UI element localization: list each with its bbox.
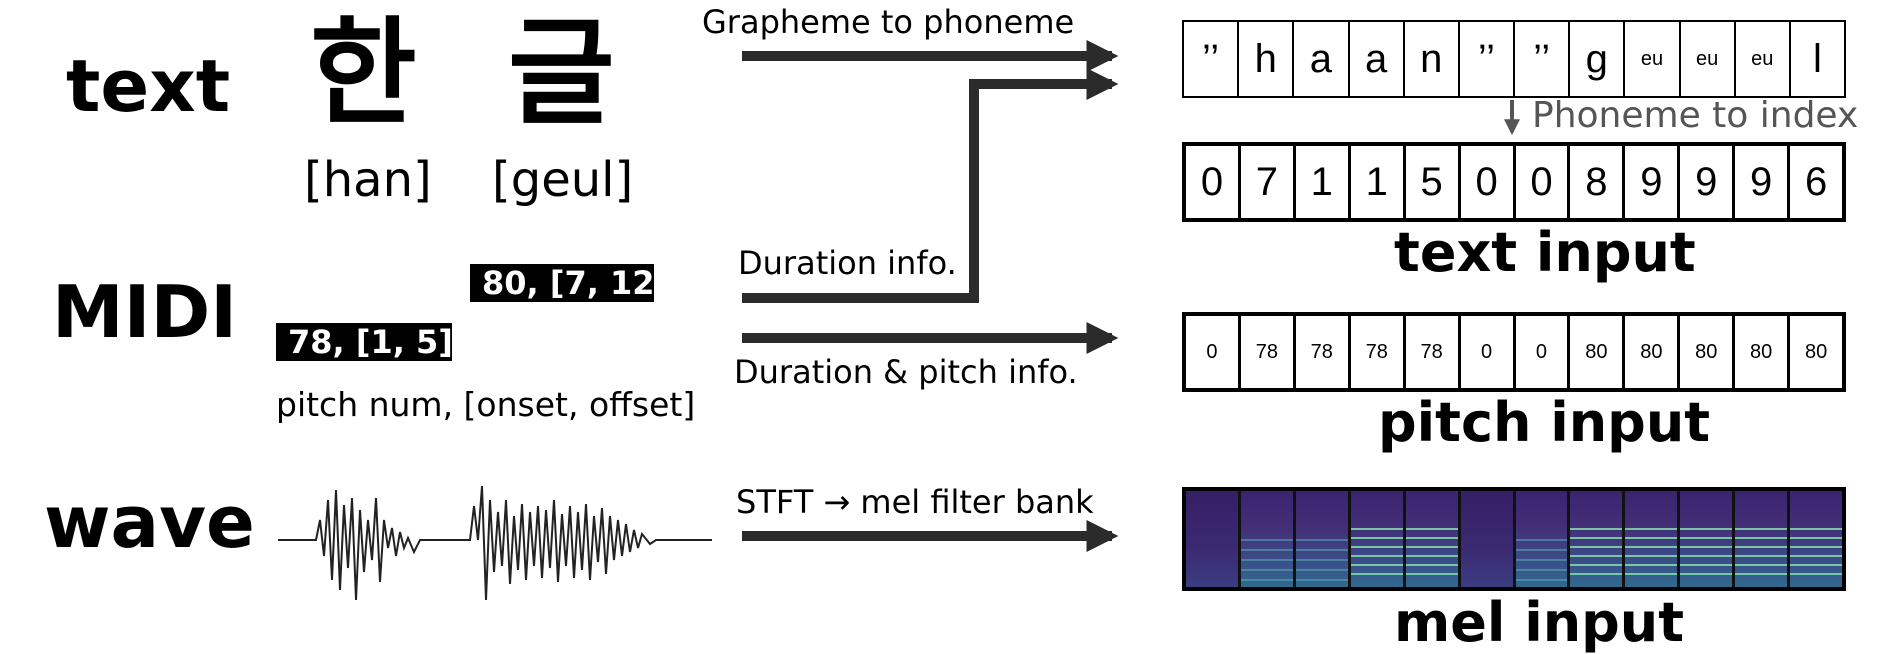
mel-frame (1186, 491, 1238, 587)
text-index-sequence: 0 7 1 1 5 0 0 8 9 9 9 6 (1182, 142, 1846, 222)
mel-frame (1732, 491, 1788, 587)
phoneme-cell: eu (1678, 22, 1734, 96)
phoneme-cell: l (1788, 22, 1844, 96)
hangul-syllable-han: 한 (310, 6, 417, 141)
phoneme-cell: h (1237, 22, 1292, 96)
text-index-cell: 8 (1567, 146, 1622, 218)
text-index-cell: 0 (1512, 146, 1568, 218)
phoneme-sequence: ’’ h a a n ’’ ’’ g eu eu eu l (1182, 20, 1846, 98)
phoneme-cell: a (1347, 22, 1403, 96)
phoneme-cell: a (1292, 22, 1347, 96)
pitch-input-caption: pitch input (1378, 391, 1711, 454)
duration-arrow (742, 67, 1119, 303)
pitch-cell: 80 (1787, 316, 1842, 388)
midi-note-1: 78, [1, 5] (276, 323, 453, 361)
phoneme-cell: ’’ (1457, 22, 1513, 96)
hangul-syllable-geul: 글 (508, 6, 615, 141)
mel-frame (1457, 491, 1513, 587)
pitch-cell: 0 (1457, 316, 1513, 388)
text-index-cell: 5 (1402, 146, 1458, 218)
phoneme-cell: g (1568, 22, 1623, 96)
row-label-wave: wave (44, 480, 255, 564)
text-index-cell: 0 (1200, 159, 1224, 204)
phoneme-cell: n (1402, 22, 1458, 96)
text-index-cell: 0 (1457, 146, 1513, 218)
mel-frame (1292, 491, 1348, 587)
pitch-cell: 78 (1402, 316, 1458, 388)
duration-pitch-info-label: Duration & pitch info. (734, 353, 1078, 391)
duration-info-label: Duration info. (738, 244, 957, 282)
romanization-han: [han] (304, 152, 432, 208)
mel-frame (1347, 491, 1403, 587)
text-index-cell: 1 (1347, 146, 1403, 218)
g2p-label: Grapheme to phoneme (702, 3, 1075, 41)
midi-note-2: 80, [7, 12] (470, 264, 669, 302)
pitch-cell: 80 (1567, 316, 1622, 388)
pitch-cell: 80 (1622, 316, 1677, 388)
phoneme-cell: ’’ (1513, 22, 1568, 96)
pitch-cell: 78 (1237, 316, 1293, 388)
pitch-cell: 0 (1206, 340, 1218, 363)
text-index-cell: 7 (1237, 146, 1293, 218)
phoneme-cell: ’’ (1202, 36, 1220, 81)
mel-frame (1622, 491, 1678, 587)
midi-legend: pitch num, [onset, offset] (276, 385, 696, 424)
mel-spectrogram (1182, 487, 1846, 591)
text-index-cell: 6 (1787, 146, 1842, 218)
row-label-text: text (66, 44, 231, 128)
mel-frame (1567, 491, 1623, 587)
text-index-cell: 9 (1622, 146, 1677, 218)
waveform (278, 485, 712, 601)
mel-frame (1787, 491, 1842, 587)
pitch-cell: 78 (1292, 316, 1348, 388)
pitch-cell: 80 (1732, 316, 1787, 388)
mel-input-caption: mel input (1394, 591, 1685, 654)
text-index-cell: 9 (1732, 146, 1787, 218)
romanization-geul: [geul] (492, 152, 634, 208)
phoneme-cell: eu (1623, 22, 1678, 96)
phoneme-to-index-label: Phoneme to index (1532, 95, 1859, 136)
row-label-midi: MIDI (52, 270, 237, 354)
mel-frame (1402, 491, 1458, 587)
stft-mel-label: STFT → mel filter bank (736, 483, 1094, 521)
mel-frame (1237, 491, 1293, 587)
pitch-cell: 0 (1512, 316, 1568, 388)
mel-frame (1677, 491, 1733, 587)
mel-frame (1512, 491, 1568, 587)
text-input-caption: text input (1394, 221, 1696, 284)
phoneme-cell: eu (1733, 22, 1789, 96)
pitch-cell: 80 (1677, 316, 1732, 388)
text-index-cell: 1 (1292, 146, 1348, 218)
pitch-cell: 78 (1347, 316, 1403, 388)
text-index-cell: 9 (1677, 146, 1732, 218)
pitch-sequence: 0 78 78 78 78 0 0 80 80 80 80 80 (1182, 312, 1846, 392)
